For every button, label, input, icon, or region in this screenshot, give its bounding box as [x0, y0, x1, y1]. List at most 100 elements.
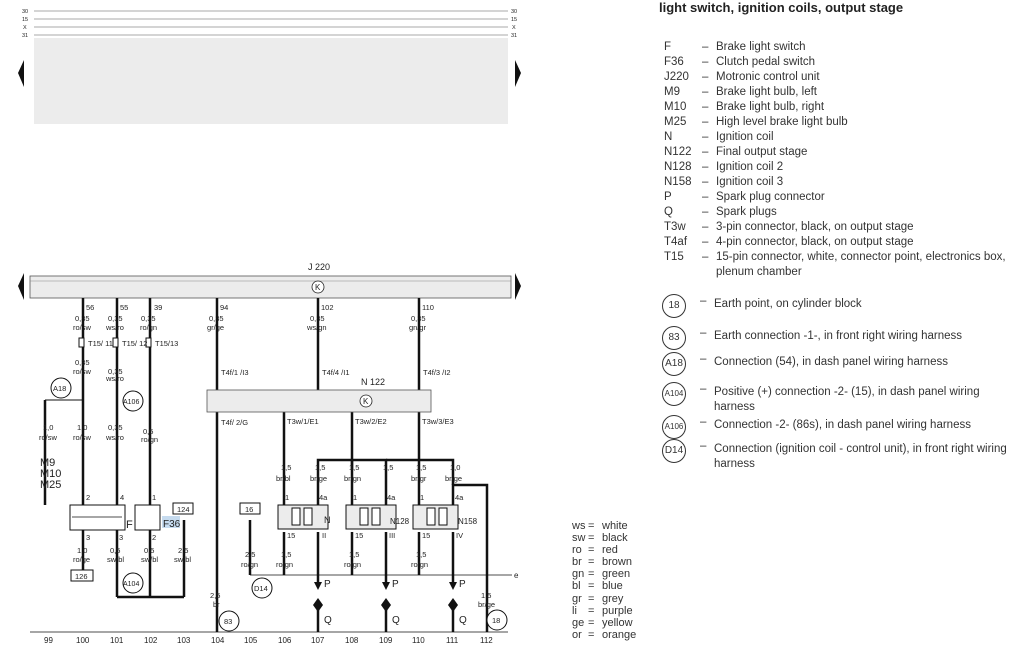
- diagram-label: 2: [152, 533, 156, 542]
- diagram-label: 126: [75, 572, 88, 581]
- diagram-label: 55: [120, 303, 128, 312]
- diagram-label: br/gn: [344, 474, 361, 483]
- arrow-right-icon[interactable]: [515, 60, 521, 87]
- bus-label-left: 15: [22, 17, 28, 23]
- legend-item: T15–15-pin connector, white, connector p…: [664, 251, 1006, 278]
- diagram-label: 1: [285, 493, 289, 502]
- diagram-label: 1: [353, 493, 357, 502]
- diagram-label: 0,35: [141, 314, 156, 323]
- diagram-label: 18: [492, 616, 500, 625]
- diagram-label: 101: [110, 636, 124, 645]
- diagram-label: 0,35: [108, 423, 123, 432]
- legend-item: T4af–4-pin connector, black, on output s…: [664, 236, 914, 248]
- diagram-label: 1,5: [281, 550, 291, 559]
- diagram-label: 1,5: [481, 591, 491, 600]
- diagram-label: ro/sw: [39, 433, 58, 442]
- diagram-label: N: [324, 515, 331, 525]
- diagram-label: 1,5: [416, 550, 426, 559]
- diagram-label: 100: [76, 636, 90, 645]
- diagram-label: T3w/2/E2: [355, 417, 387, 426]
- diagram-label: T4f/1 /I3: [221, 368, 249, 377]
- diagram-label: ws/ro: [105, 323, 124, 332]
- diagram-label: 15: [287, 531, 295, 540]
- color-code: ro=red: [572, 544, 618, 557]
- color-code: li=purple: [572, 604, 633, 617]
- diagram-label: A104: [123, 581, 139, 588]
- diagram-label: 4a: [455, 493, 464, 502]
- lower-wire-labels: 1,0 ro/sw 1,0 ro/sw 0,35 ws/ro 0,5 ro/gn…: [39, 423, 158, 491]
- diagram-label: 111: [446, 636, 459, 645]
- color-code-legend: ws=white sw=black ro=red br=brown gn=gre…: [572, 520, 636, 641]
- diagram-label: T15/ 12: [122, 339, 147, 348]
- output-stage-k: K: [363, 397, 369, 406]
- diagram-label: 0,35: [75, 358, 90, 367]
- diagram-label: 103: [177, 636, 191, 645]
- relay-boxes: 124 16 126: [70, 502, 261, 582]
- legend-item: M9–Brake light bulb, left: [664, 86, 818, 98]
- bus-label-right: 31: [511, 33, 517, 39]
- diagram-label: 2,5: [210, 591, 220, 600]
- bus-label-left: X: [23, 25, 27, 31]
- diagram-label: D14: [254, 584, 268, 593]
- color-code: gr=grey: [572, 592, 624, 605]
- diagram-label: 2,5: [178, 546, 188, 555]
- diagram-label: 16: [245, 505, 253, 514]
- diagram-label: ro/gn: [411, 560, 428, 569]
- legend-circle-item: 83–Earth connection -1-, in front right …: [662, 326, 1009, 350]
- diagram-label: 3: [119, 533, 123, 542]
- diagram-label: Q: [324, 615, 332, 626]
- diagram-label: 4a: [319, 493, 328, 502]
- diagram-label: sw/bl: [141, 555, 158, 564]
- clutch-switch-label: F36: [163, 519, 181, 530]
- ignition-coils: N N128 N158 1 4a 1 4a 1 4a 15 15 15 II I…: [277, 493, 478, 540]
- bulb-label: M25: [40, 479, 61, 491]
- color-code: sw=black: [572, 532, 628, 545]
- diagram-label: 4a: [387, 493, 396, 502]
- legend-item: N158–Ignition coil 3: [664, 176, 784, 188]
- diagram-label: IV: [456, 531, 463, 540]
- diagram-label: 0,5: [110, 546, 120, 555]
- diagram-label: A18: [53, 384, 66, 393]
- bus-lines: 30 15 X 31 30 15 X 31: [22, 9, 517, 39]
- diagram-label: 112: [480, 636, 493, 645]
- track-numbers: 99 100 101 102 103 104 105 106 107 108 1…: [44, 636, 493, 645]
- diagram-label: 0,5: [144, 546, 154, 555]
- diagram-label: ro/ge: [73, 555, 90, 564]
- diagram-label: 107: [311, 636, 325, 645]
- diagram-label: F: [126, 519, 133, 531]
- arrow-right-icon[interactable]: [515, 273, 521, 300]
- diagram-label: 1,5: [416, 463, 426, 472]
- legend-item: Q–Spark plugs: [664, 206, 777, 218]
- diagram-label: gr/ge: [207, 323, 224, 332]
- diagram-label: br/bl: [276, 474, 291, 483]
- legend-item: F–Brake light switch: [664, 41, 806, 53]
- bus-label-left: 30: [22, 9, 28, 15]
- diagram-label: T15/ 11: [88, 339, 113, 348]
- color-code: gn=green: [572, 568, 631, 581]
- diagram-label: 0,5: [143, 427, 153, 436]
- diagram-label: 1,0: [77, 546, 87, 555]
- bus-label-left: 31: [22, 33, 28, 39]
- component-legend: F–Brake light switch F36–Clutch pedal sw…: [662, 40, 1009, 472]
- legend-item: P–Spark plug connector: [664, 191, 825, 203]
- legend-item: N122–Final output stage: [664, 146, 808, 158]
- j220-pins: 56 0,35 ro/sw 55 0,35 ws/ro 39 0,35 ro/g…: [73, 303, 434, 332]
- diagram-label: 105: [244, 636, 258, 645]
- output-stage-n122: N 122 K T4f/1 /I3 T4f/4 /I1 T4f/3 /I2 T4…: [206, 368, 454, 427]
- control-unit-k: K: [315, 283, 321, 292]
- arrow-left-icon[interactable]: [18, 60, 24, 87]
- legend-item: M25–High level brake light bulb: [664, 116, 848, 128]
- color-code: bl=blue: [572, 580, 623, 593]
- diagram-label: 15: [355, 531, 363, 540]
- legend-item: T3w–3-pin connector, black, on output st…: [664, 221, 914, 233]
- arrow-left-icon[interactable]: [18, 273, 24, 300]
- diagram-label: br: [213, 600, 220, 609]
- color-code: or=orange: [572, 628, 637, 641]
- legend-circle-item: D14–Connection (ignition coil - control …: [662, 439, 1009, 472]
- control-unit-j220: J 220 K: [29, 262, 512, 299]
- diagram-label: 2,5: [245, 550, 255, 559]
- brake-switch-f: F 2 3 4 3 F36 1 2: [69, 493, 181, 542]
- diagram-label: 1,5: [383, 463, 393, 472]
- wires: [30, 298, 512, 633]
- diagram-label: 1,5: [281, 463, 291, 472]
